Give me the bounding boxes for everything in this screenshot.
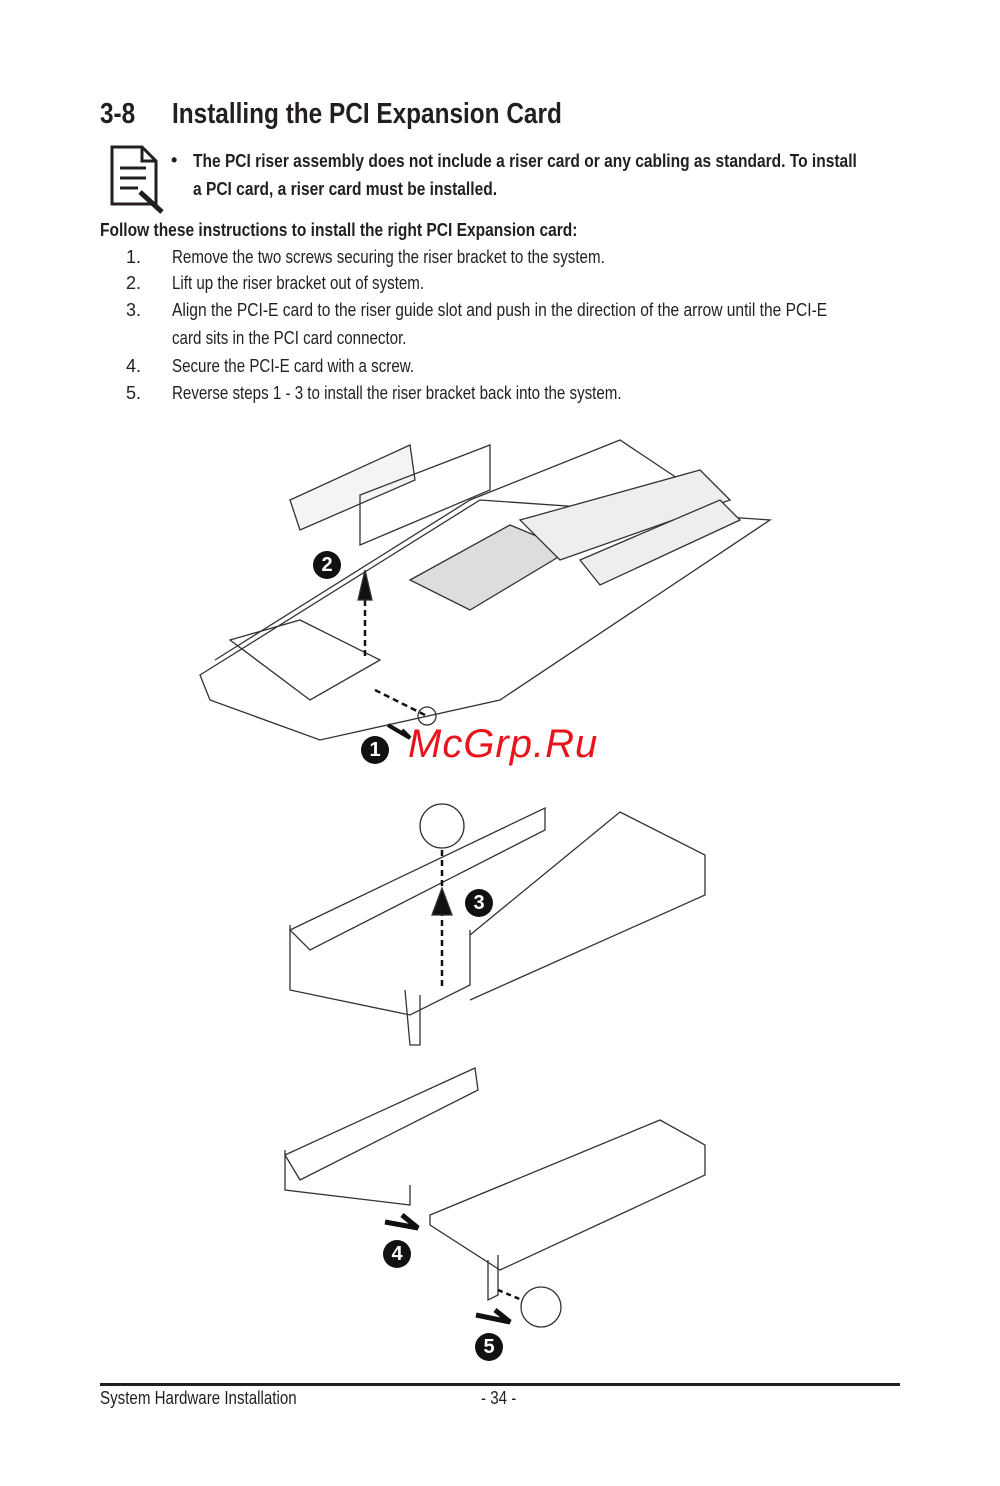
step-text: Secure the PCI-E card with a screw. [172, 356, 415, 376]
callout-5: 5 [475, 1333, 503, 1361]
step-text: Reverse steps 1 - 3 to install the riser… [172, 383, 622, 403]
note-pencil-icon [110, 145, 164, 214]
step-text: Remove the two screws securing the riser… [172, 247, 605, 267]
instructions-intro: Follow these instructions to install the… [100, 219, 578, 240]
callout-3: 3 [465, 889, 493, 917]
pci-card-install-diagram [284, 1067, 706, 1328]
step-number: 3. [126, 300, 142, 320]
step-text-continued: card sits in the PCI card connector. [172, 328, 407, 348]
watermark: McGrp.Ru [408, 722, 599, 766]
step-number: 4. [126, 356, 142, 376]
note-bullet: • [171, 150, 178, 170]
footer-divider [100, 1383, 900, 1386]
step-number: 1. [126, 247, 142, 267]
server-chassis-diagram [199, 439, 772, 741]
step-text: Align the PCI-E card to the riser guide … [172, 300, 828, 320]
step-text: Lift up the riser bracket out of system. [172, 273, 425, 293]
section-number: 3-8 [100, 98, 136, 130]
callout-4: 4 [383, 1240, 411, 1268]
step-number: 5. [126, 383, 142, 403]
section-title: Installing the PCI Expansion Card [172, 98, 562, 130]
callout-2: 2 [313, 551, 341, 579]
callout-1: 1 [361, 736, 389, 764]
page-number: - 34 - [481, 1388, 517, 1408]
note-line-1: The PCI riser assembly does not include … [193, 150, 857, 171]
footer-section-name: System Hardware Installation [100, 1388, 297, 1408]
riser-bracket-diagram [288, 803, 706, 1046]
step-number: 2. [126, 273, 142, 293]
note-line-2: a PCI card, a riser card must be install… [193, 178, 498, 199]
